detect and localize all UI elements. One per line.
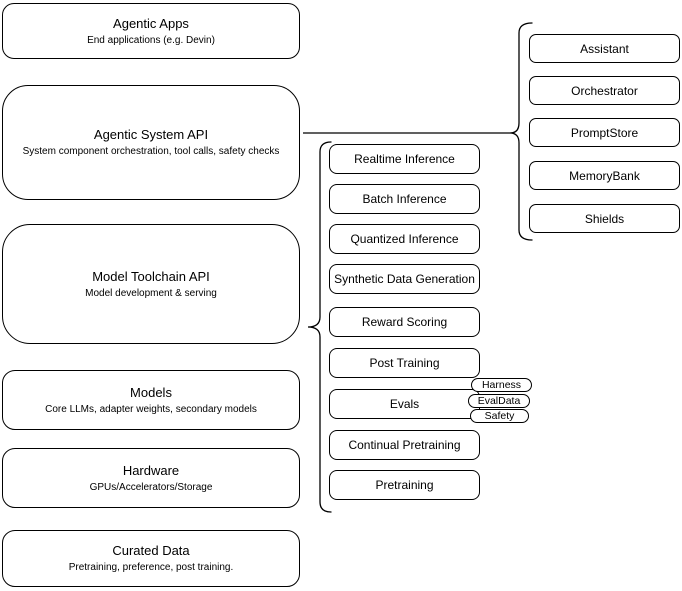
node-model-toolchain-api: Model Toolchain API Model development & … (2, 224, 300, 344)
node-label: Reward Scoring (361, 315, 448, 329)
node-subtitle: GPUs/Accelerators/Storage (89, 481, 213, 493)
node-agentic-system-api: Agentic System API System component orch… (2, 85, 300, 200)
node-label: Orchestrator (571, 83, 638, 98)
node-label: Assistant (580, 41, 629, 56)
node-title: Agentic System API (93, 127, 209, 142)
node-models: Models Core LLMs, adapter weights, secon… (2, 370, 300, 430)
node-subtitle: Model development & serving (85, 287, 217, 299)
node-label: Quantized Inference (350, 232, 459, 246)
node-subtitle: Core LLMs, adapter weights, secondary mo… (45, 403, 257, 415)
node-hardware: Hardware GPUs/Accelerators/Storage (2, 448, 300, 508)
node-realtime-inference: Realtime Inference (329, 144, 480, 174)
node-assistant: Assistant (529, 34, 680, 63)
tag-label: Harness (481, 379, 522, 391)
node-subtitle: Pretraining, preference, post training. (68, 562, 234, 573)
node-reward-scoring: Reward Scoring (329, 307, 480, 337)
node-label: Synthetic Data Generation (334, 272, 475, 286)
node-continual-pretraining: Continual Pretraining (329, 430, 480, 460)
node-curated-data: Curated Data Pretraining, preference, po… (2, 530, 300, 587)
brace-system-components (509, 22, 533, 241)
node-promptstore: PromptStore (529, 118, 680, 147)
tag-evaldata: EvalData (468, 394, 530, 408)
node-label: Continual Pretraining (348, 438, 461, 452)
node-agentic-apps: Agentic Apps End applications (e.g. Devi… (2, 3, 300, 59)
node-evals: Evals (329, 389, 480, 419)
node-pretraining: Pretraining (329, 470, 480, 500)
node-label: Realtime Inference (354, 152, 455, 166)
tag-label: EvalData (477, 395, 521, 407)
node-synthetic-data-generation: Synthetic Data Generation (329, 264, 480, 294)
node-label: Batch Inference (362, 192, 447, 206)
node-subtitle: System component orchestration, tool cal… (22, 146, 280, 157)
node-batch-inference: Batch Inference (329, 184, 480, 214)
node-title: Hardware (122, 462, 180, 478)
node-label: MemoryBank (569, 168, 640, 183)
tag-harness: Harness (471, 378, 532, 392)
node-title: Models (130, 384, 172, 400)
node-label: PromptStore (570, 125, 639, 140)
node-quantized-inference: Quantized Inference (329, 224, 480, 254)
node-label: Post Training (369, 356, 440, 370)
node-title: Curated Data (112, 543, 190, 558)
tag-label: Safety (484, 410, 515, 422)
tag-safety: Safety (470, 409, 529, 423)
node-label: Pretraining (375, 478, 434, 492)
node-shields: Shields (529, 204, 680, 233)
node-title: Model Toolchain API (92, 268, 210, 284)
brace-toolchain-services (307, 141, 332, 513)
node-label: Shields (584, 211, 625, 226)
node-post-training: Post Training (329, 348, 480, 378)
node-label: Evals (389, 397, 420, 411)
node-subtitle: End applications (e.g. Devin) (87, 34, 215, 46)
node-memorybank: MemoryBank (529, 161, 680, 190)
node-title: Agentic Apps (113, 15, 189, 31)
node-orchestrator: Orchestrator (529, 76, 680, 105)
